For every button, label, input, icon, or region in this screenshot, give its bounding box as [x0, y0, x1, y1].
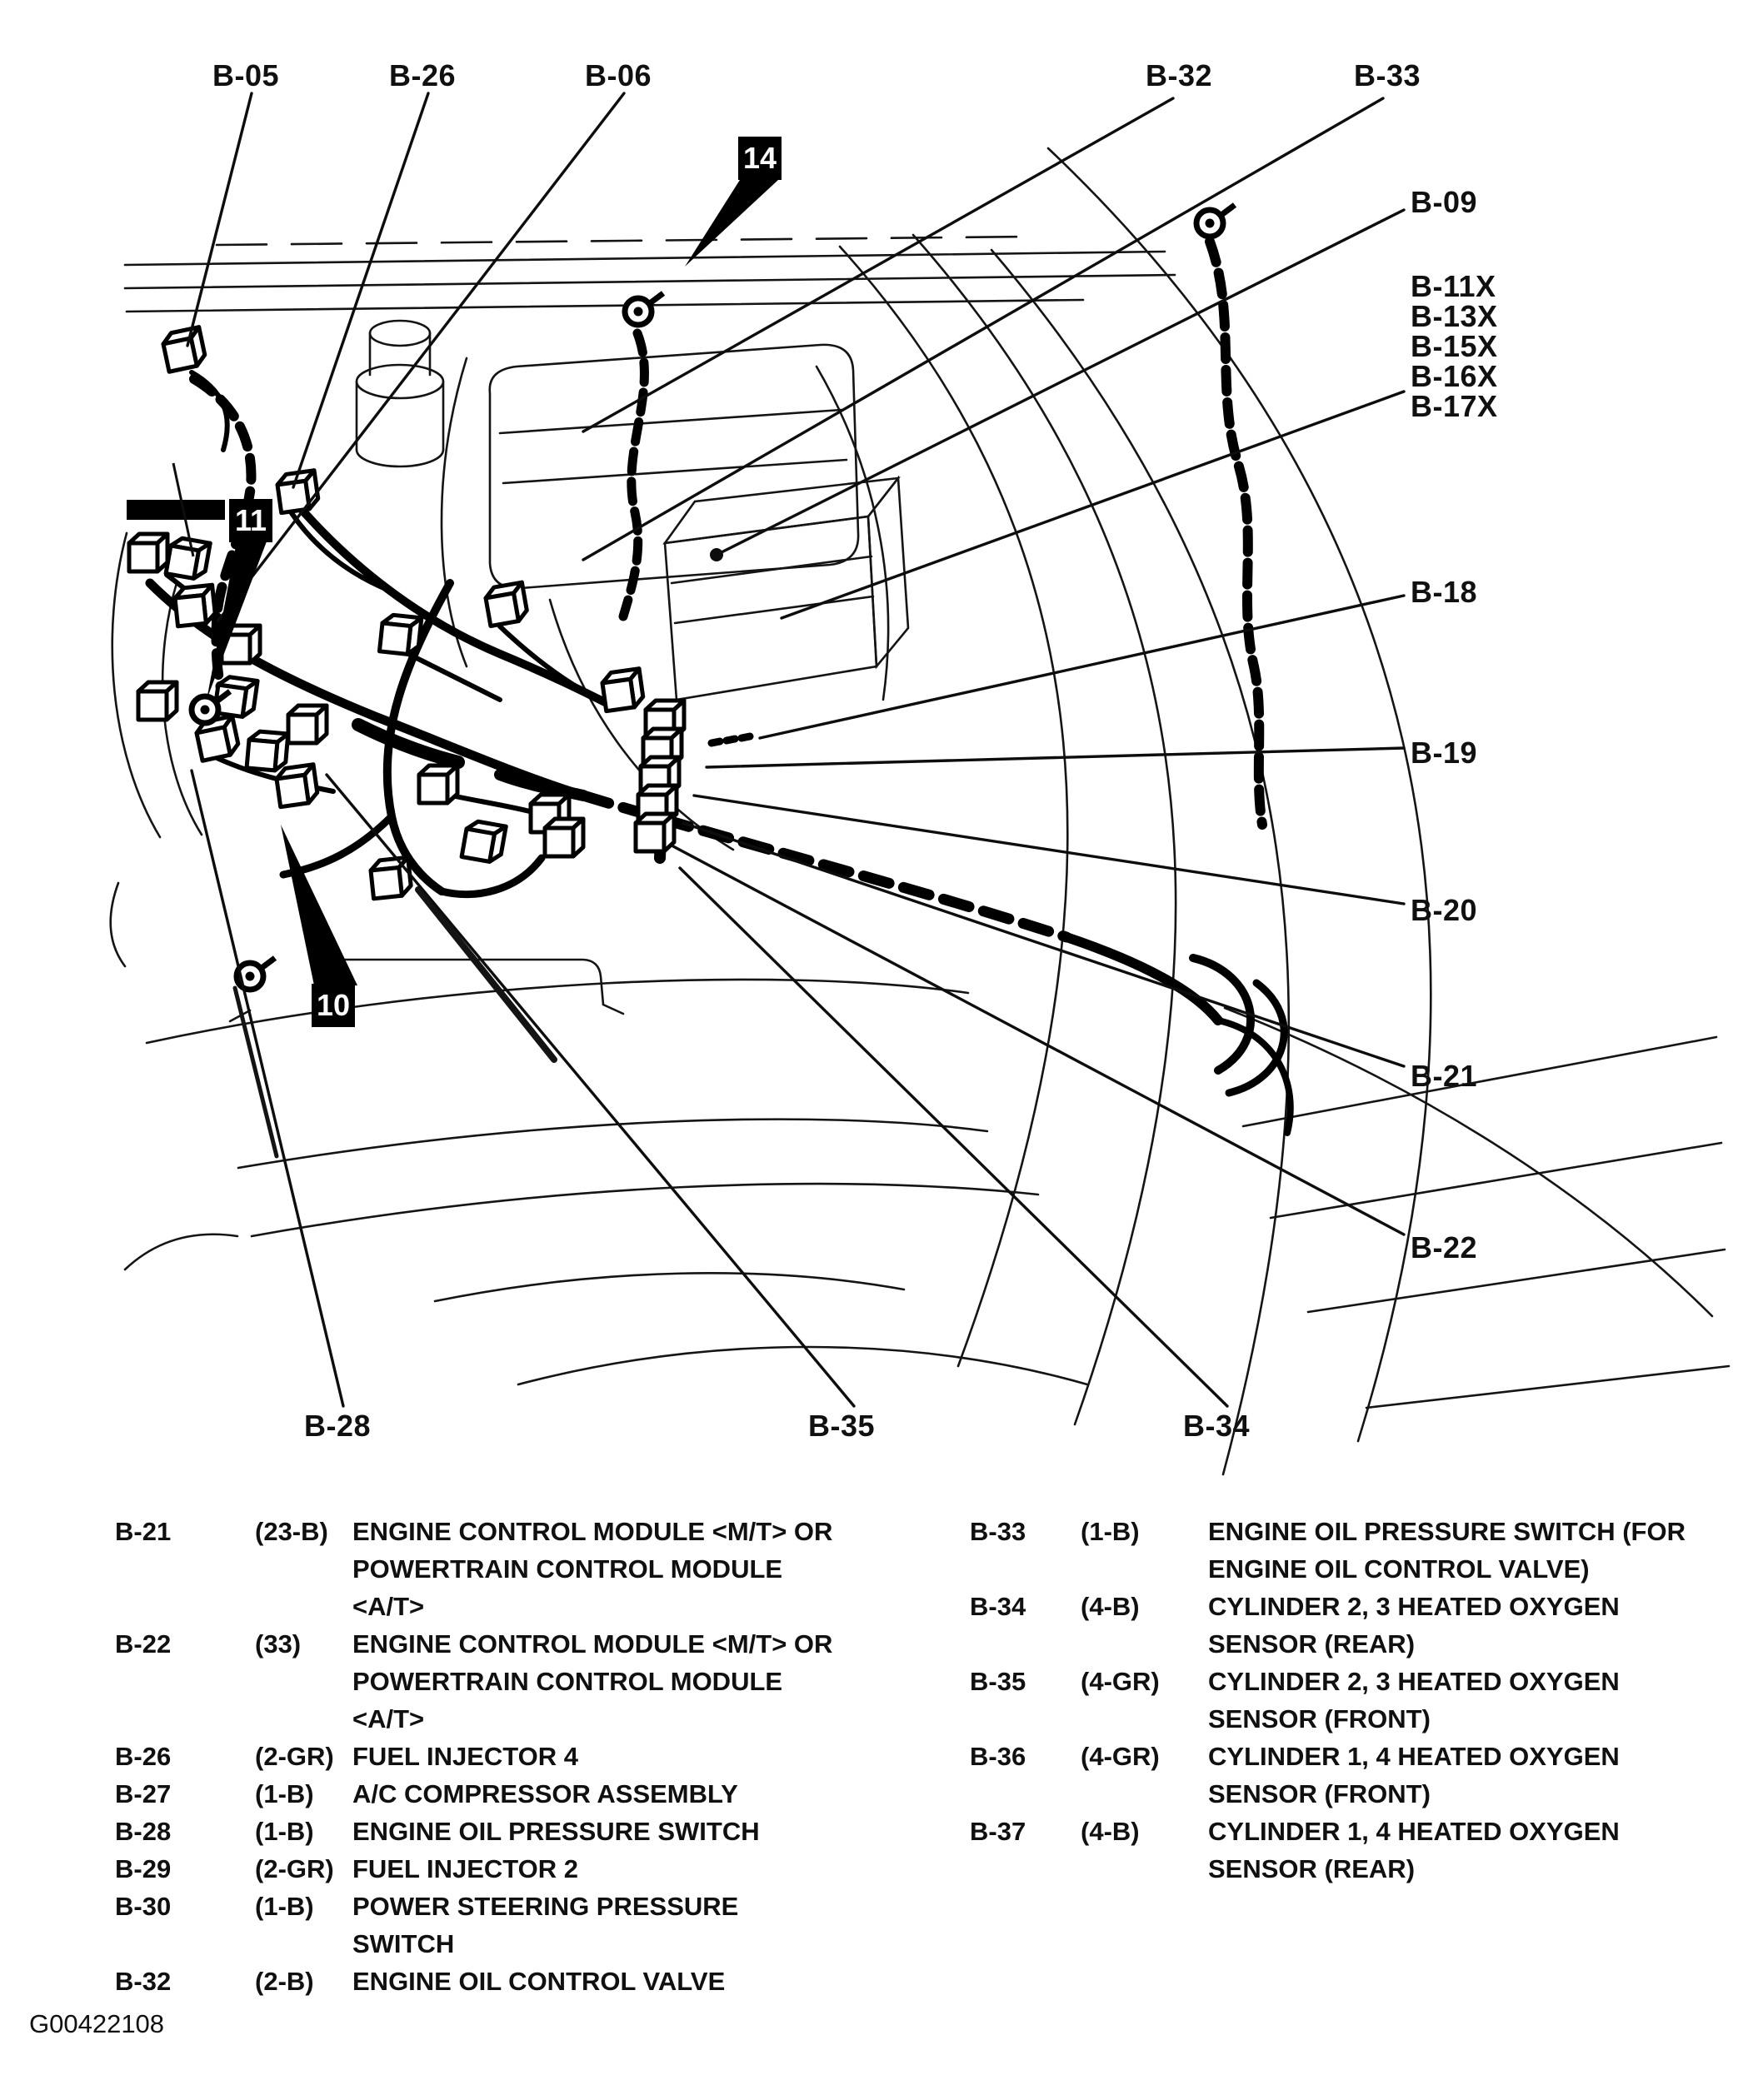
legend-id: B-29	[115, 1854, 172, 1883]
diagram-label-b28: B-28	[304, 1409, 372, 1443]
diagram-label-b13x: B-13X	[1411, 299, 1498, 333]
callout-box-11: 11	[229, 499, 272, 542]
legend-desc: CYLINDER 2, 3 HEATED OXYGEN SENSOR (REAR…	[1208, 1592, 1620, 1659]
legend-pins: (23-B)	[255, 1517, 328, 1546]
legend-row-b21: B-21 (23-B) ENGINE CONTROL MODULE <M/T> …	[115, 1513, 890, 1625]
legend-desc: FUEL INJECTOR 4	[352, 1742, 579, 1771]
legend-desc: CYLINDER 1, 4 HEATED OXYGEN SENSOR (FRON…	[1208, 1742, 1620, 1808]
legend-id: B-35	[970, 1667, 1026, 1696]
diagram-label-b22: B-22	[1411, 1230, 1478, 1264]
legend-row-b34: B-34 (4-B) CYLINDER 2, 3 HEATED OXYGEN S…	[970, 1588, 1733, 1663]
legend-desc: CYLINDER 2, 3 HEATED OXYGEN SENSOR (FRON…	[1208, 1667, 1620, 1733]
legend-id: B-30	[115, 1892, 172, 1921]
legend-desc: ENGINE CONTROL MODULE <M/T> OR POWERTRAI…	[352, 1517, 833, 1621]
legend-row-b36: B-36 (4-GR) CYLINDER 1, 4 HEATED OXYGEN …	[970, 1738, 1733, 1813]
legend-pins: (4-GR)	[1081, 1667, 1160, 1696]
legend-desc: ENGINE CONTROL MODULE <M/T> OR POWERTRAI…	[352, 1629, 833, 1733]
legend-pins: (2-B)	[255, 1967, 314, 1996]
diagram-label-b34: B-34	[1183, 1409, 1251, 1443]
legend-desc: A/C COMPRESSOR ASSEMBLY	[352, 1779, 738, 1808]
legend-pins: (4-B)	[1081, 1817, 1140, 1846]
diagram-label-b05: B-05	[212, 58, 280, 92]
legend-pins: (1-B)	[1081, 1517, 1140, 1546]
legend-row-b27: B-27 (1-B) A/C COMPRESSOR ASSEMBLY	[115, 1775, 890, 1813]
callout-box-10: 10	[312, 984, 355, 1027]
legend-row-b29: B-29 (2-GR) FUEL INJECTOR 2	[115, 1850, 890, 1888]
diagram-label-b20: B-20	[1411, 893, 1478, 927]
legend-id: B-21	[115, 1517, 172, 1546]
legend-left-column: B-21 (23-B) ENGINE CONTROL MODULE <M/T> …	[115, 1513, 890, 2000]
diagram-label-b16x: B-16X	[1411, 359, 1498, 393]
diagram-label-b18: B-18	[1411, 575, 1478, 609]
legend-pins: (4-B)	[1081, 1592, 1140, 1621]
legend-row-b37: B-37 (4-B) CYLINDER 1, 4 HEATED OXYGEN S…	[970, 1813, 1733, 1888]
diagram-label-b19: B-19	[1411, 736, 1478, 770]
diagram-label-b06: B-06	[585, 58, 652, 92]
legend-pins: (1-B)	[255, 1817, 314, 1846]
diagram-label-b33: B-33	[1354, 58, 1421, 92]
diagram-label-b35: B-35	[808, 1409, 876, 1443]
wiring-harness	[145, 237, 1294, 1136]
legend-id: B-36	[970, 1742, 1026, 1771]
engine-outline	[109, 147, 1731, 1476]
legend-id: B-27	[115, 1779, 172, 1808]
diagram-label-ignition-coil-stack: B-11X B-13X B-15X B-16X B-17X	[1411, 272, 1498, 421]
diagram-label-b21: B-21	[1411, 1059, 1478, 1093]
legend-id: B-22	[115, 1629, 172, 1659]
legend-id: B-26	[115, 1742, 172, 1771]
legend-pins: (1-B)	[255, 1779, 314, 1808]
legend-row-b33: B-33 (1-B) ENGINE OIL PRESSURE SWITCH (F…	[970, 1513, 1733, 1588]
legend-pins: (2-GR)	[255, 1742, 334, 1771]
legend-pins: (1-B)	[255, 1892, 314, 1921]
legend-desc: CYLINDER 1, 4 HEATED OXYGEN SENSOR (REAR…	[1208, 1817, 1620, 1883]
leader-lines	[186, 92, 1406, 1408]
legend-id: B-33	[970, 1517, 1026, 1546]
legend-pins: (2-GR)	[255, 1854, 334, 1883]
legend-pins: (4-GR)	[1081, 1742, 1160, 1771]
legend-desc: ENGINE OIL PRESSURE SWITCH	[352, 1817, 760, 1846]
legend-row-b22: B-22 (33) ENGINE CONTROL MODULE <M/T> OR…	[115, 1625, 890, 1738]
diagram-label-b32: B-32	[1146, 58, 1213, 92]
legend-row-b28: B-28 (1-B) ENGINE OIL PRESSURE SWITCH	[115, 1813, 890, 1850]
legend-row-b30: B-30 (1-B) POWER STEERING PRESSURE SWITC…	[115, 1888, 890, 1963]
legend-desc: ENGINE OIL CONTROL VALVE	[352, 1967, 726, 1996]
legend-desc: ENGINE OIL PRESSURE SWITCH (FOR ENGINE O…	[1208, 1517, 1686, 1584]
legend-desc: POWER STEERING PRESSURE SWITCH	[352, 1892, 739, 1958]
legend-id: B-28	[115, 1817, 172, 1846]
diagram-label-b17x: B-17X	[1411, 389, 1498, 423]
figure-code: G00422108	[29, 2009, 165, 2038]
legend-row-b26: B-26 (2-GR) FUEL INJECTOR 4	[115, 1738, 890, 1775]
callout-box-14: 14	[738, 137, 782, 180]
legend-desc: FUEL INJECTOR 2	[352, 1854, 579, 1883]
harness-connectors	[129, 205, 1235, 990]
legend-id: B-32	[115, 1967, 172, 1996]
diagram-label-b09: B-09	[1411, 185, 1478, 219]
legend-id: B-37	[970, 1817, 1026, 1846]
legend-right-column: B-33 (1-B) ENGINE OIL PRESSURE SWITCH (F…	[970, 1513, 1733, 1888]
diagram-label-b11x: B-11X	[1411, 269, 1496, 303]
callout-wedges	[127, 180, 778, 985]
legend-row-b32: B-32 (2-B) ENGINE OIL CONTROL VALVE	[115, 1963, 890, 2000]
diagram-label-b15x: B-15X	[1411, 329, 1498, 363]
legend-pins: (33)	[255, 1629, 302, 1659]
diagram-label-b26: B-26	[389, 58, 457, 92]
legend-id: B-34	[970, 1592, 1026, 1621]
legend-row-b35: B-35 (4-GR) CYLINDER 2, 3 HEATED OXYGEN …	[970, 1663, 1733, 1738]
